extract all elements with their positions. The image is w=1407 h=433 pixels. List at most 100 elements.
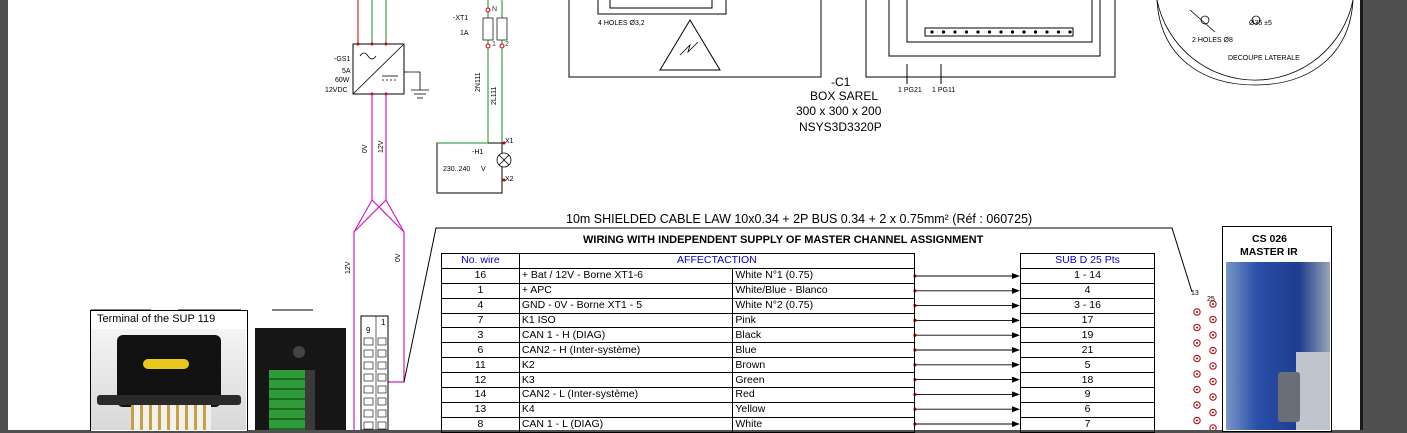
subd-row: 19	[1020, 327, 1155, 344]
subd-row: 6	[1020, 401, 1155, 418]
pg11-label: 1 PG11	[932, 87, 956, 94]
cell-color: Pink	[732, 312, 915, 329]
cell-color: White/Blue - Blanco	[732, 282, 915, 299]
terminal-photo	[255, 328, 346, 430]
rail-hole	[1068, 30, 1072, 34]
cell-color: White N°1 (0.75)	[732, 267, 915, 284]
cell-wire: 7	[441, 312, 520, 329]
cell-function: CAN2 - H (Inter-système)	[518, 342, 734, 359]
cell-wire: 14	[441, 387, 520, 403]
wire-arrow	[913, 287, 1020, 294]
subd-25-pins	[1193, 300, 1217, 430]
terminal-slot	[363, 421, 374, 430]
dc-supply-wires	[353, 94, 405, 430]
terminal-slot	[363, 361, 374, 370]
wire-arrow	[913, 273, 1020, 279]
cell-function: K2	[518, 357, 734, 374]
holes-label: 4 HOLES Ø3,2	[598, 20, 645, 27]
c1-name: BOX SAREL	[810, 89, 879, 103]
subd-pin-25: 25	[1207, 296, 1215, 303]
cell-function: K4	[518, 401, 734, 418]
master-line1: CS 026	[1252, 233, 1288, 245]
subd-row: 3 - 16	[1020, 297, 1155, 314]
rail-hole	[1045, 30, 1049, 34]
side-dia-label: Ø35 ±5	[1249, 20, 1272, 27]
cell-color: Yellow	[732, 401, 915, 418]
sup119-photo	[91, 329, 246, 430]
cable-title: 10m SHIELDED CABLE LAW 10x0.34 + 2P BUS …	[566, 212, 1033, 226]
wire-arrow	[913, 317, 1020, 324]
wire-arrows	[913, 273, 1020, 427]
cell-wire: 13	[441, 401, 520, 418]
cell-color: Blue	[732, 342, 915, 359]
wire-2n111: 2N111	[475, 72, 482, 92]
pg21-label: 1 PG21	[898, 87, 922, 94]
cell-wire: 1	[441, 282, 520, 299]
terminal-slot	[377, 337, 387, 346]
wire-arrow	[913, 406, 1020, 413]
enclosure-drawing-right	[865, 0, 1116, 84]
cell-color: White N°2 (0.75)	[732, 297, 915, 314]
rail-hole	[987, 30, 992, 34]
din-rail-holes	[930, 30, 1072, 34]
wire-0v-label-lower: 0V	[395, 253, 402, 262]
subd-row: 17	[1020, 312, 1155, 329]
side-cutout-drawing	[1156, 0, 1354, 86]
gs1-power: 60W	[335, 77, 350, 84]
terminal-pin-9: 9	[366, 326, 371, 335]
cell-pin: 19	[1020, 327, 1155, 344]
subd-header-row: SUB D 25 Pts	[1020, 253, 1155, 269]
subd-row: 9	[1020, 387, 1155, 403]
subd-row: 18	[1020, 372, 1155, 389]
subd-row: 4	[1020, 282, 1155, 299]
wire-arrow	[913, 347, 1020, 353]
subd-row: 5	[1020, 357, 1155, 374]
cell-function: CAN 1 - H (DIAG)	[518, 327, 734, 344]
terminal-pin-1: 1	[381, 318, 386, 327]
wire-12v-label-lower: 12V	[345, 261, 352, 274]
cell-color: Green	[732, 372, 915, 389]
side-cutout-title: DECOUPE LATERALE	[1228, 55, 1300, 62]
sup119-label: Terminal of the SUP 119	[97, 313, 216, 325]
terminal-slot	[377, 373, 387, 382]
cell-wire: 16	[441, 267, 520, 284]
h1-unit: V	[481, 166, 486, 173]
gs1-current: 5A	[342, 68, 351, 75]
cell-function: K3	[518, 372, 734, 389]
master-line2: MASTER IR	[1240, 246, 1298, 258]
gs1-label: -GS1	[334, 56, 351, 63]
cell-wire: 11	[441, 357, 520, 374]
wire-arrow	[913, 361, 1020, 368]
terminal-slot	[363, 409, 374, 418]
rail-hole	[964, 30, 969, 34]
cell-color: Brown	[732, 357, 915, 374]
cell-pin: 4	[1020, 282, 1155, 299]
wire-arrow	[913, 376, 1020, 383]
terminal-slot	[377, 421, 387, 430]
control-circuit-xt1-h1	[436, 0, 512, 194]
terminal-x1: X1	[505, 138, 514, 145]
rail-text: 15x40	[980, 0, 996, 2]
wire-arrow	[913, 302, 1020, 309]
master-ir-photo	[1226, 262, 1330, 430]
terminal-slot	[363, 373, 374, 382]
subd-pin-13: 13	[1191, 290, 1199, 297]
terminal-slot	[377, 397, 387, 406]
cell-pin: 9	[1020, 387, 1155, 403]
terminal-slot	[377, 385, 387, 394]
terminal-block-rows	[363, 337, 387, 430]
wiring-title: WIRING WITH INDEPENDENT SUPPLY OF MASTER…	[583, 234, 984, 246]
gs1-voltage: 12VDC	[325, 87, 348, 94]
cell-pin: 3 - 16	[1020, 297, 1155, 314]
xt1-rating: 1A	[460, 30, 469, 37]
terminal-slot	[363, 397, 374, 406]
rail-hole	[1022, 30, 1026, 34]
terminal-slot	[377, 409, 387, 418]
